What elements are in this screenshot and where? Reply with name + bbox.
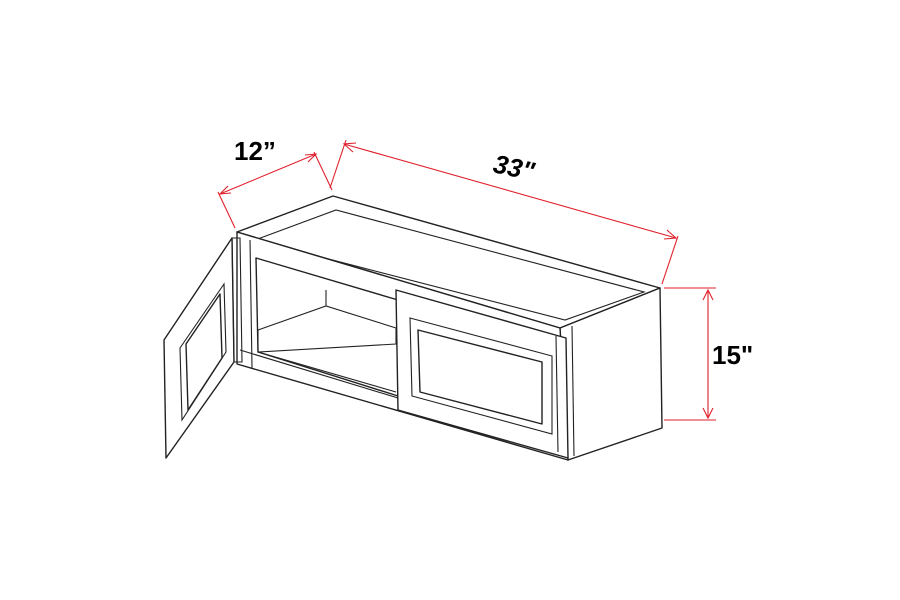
- width-arrow-left: [342, 142, 357, 153]
- depth-dimension-line: [219, 153, 317, 195]
- width-arrow-right: [663, 229, 678, 240]
- left-door-side: [231, 237, 243, 363]
- right-door-edge: [555, 335, 559, 453]
- shelf-front-edge: [257, 351, 397, 393]
- width-extension-right: [661, 235, 679, 285]
- width-dimension-line: [343, 143, 677, 239]
- height-arrow-top: [702, 288, 714, 301]
- right-door-glass: [417, 329, 543, 425]
- left-door-open: [163, 237, 243, 459]
- cabinet-top-inner: [253, 209, 646, 321]
- bottom-rail: [239, 349, 399, 399]
- dimension-height: 15": [664, 287, 753, 421]
- left-stile-edge: [249, 239, 253, 369]
- width-extension-left: [329, 139, 347, 189]
- width-label: 33": [491, 149, 538, 187]
- right-door-panel-frame: [409, 317, 553, 435]
- interior-shelf: [257, 305, 397, 353]
- depth-label: 12”: [234, 136, 276, 166]
- left-door-glass: [185, 293, 223, 411]
- depth-extension-left: [217, 191, 236, 229]
- right-door-closed: [395, 289, 569, 459]
- depth-extension-right: [313, 151, 333, 191]
- depth-arrow-right: [304, 153, 318, 163]
- left-door-panel: [179, 282, 227, 422]
- cabinet-side-edge: [571, 325, 575, 457]
- height-arrow-bottom: [702, 407, 714, 420]
- height-label: 15": [712, 340, 753, 370]
- dimension-depth: 12”: [217, 136, 333, 229]
- depth-arrow-left: [218, 185, 232, 195]
